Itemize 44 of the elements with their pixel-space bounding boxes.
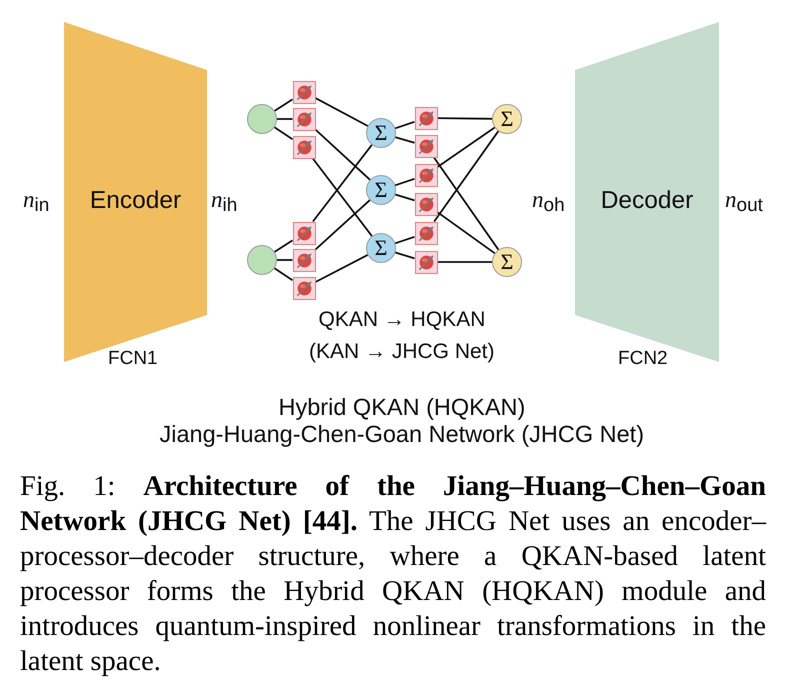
connection-line — [312, 158, 373, 237]
connection-line — [394, 178, 415, 186]
connection-line — [395, 136, 415, 144]
output-sum-node: Σ — [492, 104, 522, 134]
connection-line — [433, 156, 500, 250]
connection-line — [274, 98, 293, 112]
dimension-label: n$_{oh}$ — [532, 188, 565, 215]
layer-label: FCN1 — [108, 349, 158, 368]
connection-line — [394, 236, 415, 244]
layer-label: FCN2 — [618, 349, 668, 368]
module-name: Hybrid QKAN (HQKAN) — [278, 396, 526, 420]
connection-line — [395, 252, 415, 260]
connection-line — [436, 211, 496, 254]
connection-line — [394, 120, 415, 130]
connection-line — [433, 130, 500, 222]
sum-node: Σ — [366, 118, 396, 148]
connection-line — [436, 126, 496, 168]
connection-line — [274, 126, 293, 140]
connection-line — [438, 261, 492, 263]
connection-line — [395, 194, 415, 202]
connection-line — [314, 128, 371, 180]
output-sum-node: Σ — [492, 247, 522, 277]
figure-caption: Fig. 1: Architecture of the Jiang–Huang–Chen–Goan Network (JHCG Net) [44]. The JHCG Net uses an encoder–processor–decoder structure, where a QKAN-based latent processor forms the Hybrid QKAN (HQKAN) module and introduces quantum-inspired nonlinear transformations in the latent space. — [20, 470, 766, 679]
dimension-label: n$_{ih}$ — [211, 188, 238, 215]
mapping-note: (KAN → JHCG Net) — [309, 341, 495, 362]
block-label: Encoder — [88, 187, 182, 215]
block-label: Decoder — [600, 187, 694, 215]
connection-line — [274, 240, 293, 253]
connection-line — [312, 144, 373, 222]
connection-line — [274, 268, 293, 282]
connection-line — [315, 97, 368, 127]
mapping-note: QKAN → HQKAN — [318, 309, 486, 330]
module-name: Jiang-Huang-Chen-Goan Network (JHCG Net) — [160, 423, 644, 446]
connection-line — [314, 199, 370, 250]
connection-line — [315, 254, 368, 283]
sum-node: Σ — [366, 175, 396, 205]
connection-line — [277, 118, 292, 120]
input-node — [247, 245, 277, 275]
input-node — [247, 104, 277, 134]
dimension-label: n$_{in}$ — [23, 188, 50, 215]
sum-node: Σ — [366, 233, 396, 263]
connection-line — [437, 117, 492, 120]
connection-line — [277, 259, 292, 261]
dimension-label: n$_{out}$ — [725, 188, 763, 215]
